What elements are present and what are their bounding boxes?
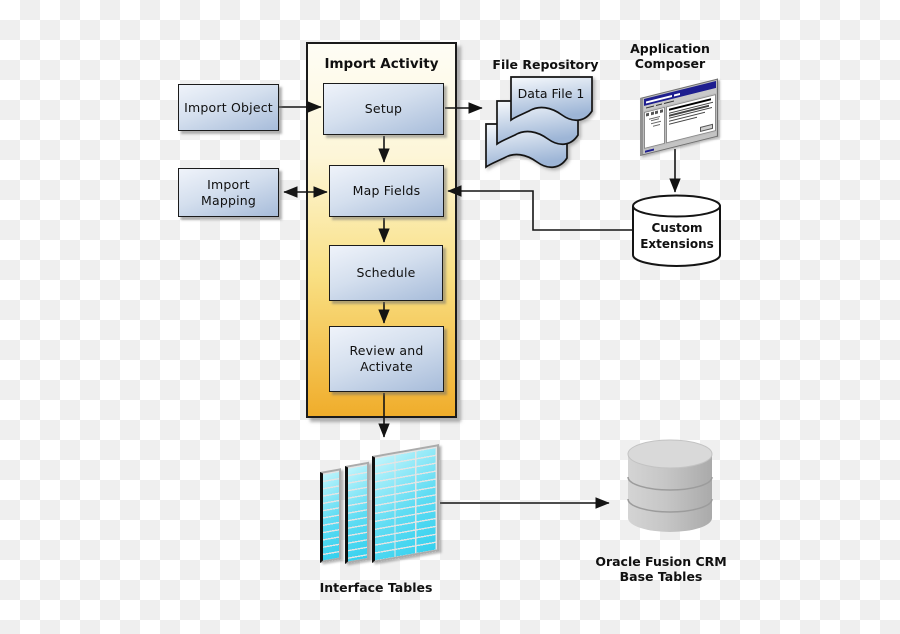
custom-extensions-cylinder (632, 194, 721, 267)
window-tree-panel (644, 106, 665, 150)
step-setup-box: Setup (323, 83, 444, 135)
interface-table-middle-panel (345, 461, 369, 564)
interface-table-front-panel (372, 444, 439, 563)
step-map-fields-box: Map Fields (329, 165, 444, 217)
step-setup-label: Setup (364, 101, 403, 117)
import-activity-title: Import Activity (324, 56, 439, 72)
application-composer-window-icon (640, 78, 718, 156)
window-button (700, 123, 713, 133)
file-repository-documents-icon: Data File 1 (485, 76, 593, 169)
import-object-label: Import Object (184, 99, 273, 115)
crm-base-tables-label: Oracle Fusion CRM Base Tables (595, 554, 727, 584)
import-object-box: Import Object (178, 84, 279, 131)
interface-table-back-panel (320, 468, 341, 563)
import-mapping-label: Import Mapping (200, 176, 257, 208)
step-map-fields-label: Map Fields (352, 183, 421, 199)
step-review-activate-label: Review and Activate (349, 343, 424, 374)
file-repository-label: File Repository (492, 57, 599, 72)
arrow-custom-extensions-to-map-fields (447, 185, 633, 231)
interface-tables-label: Interface Tables (319, 580, 433, 595)
data-file-label: Data File 1 (518, 86, 585, 101)
application-composer-label: Application Composer (630, 41, 710, 71)
step-schedule-label: Schedule (356, 265, 416, 281)
step-schedule-box: Schedule (329, 245, 443, 301)
step-review-activate-box: Review and Activate (329, 326, 444, 392)
custom-extensions-label: Custom Extensions (640, 220, 714, 251)
import-mapping-box: Import Mapping (178, 168, 279, 217)
crm-base-tables-database-icon (627, 439, 713, 532)
